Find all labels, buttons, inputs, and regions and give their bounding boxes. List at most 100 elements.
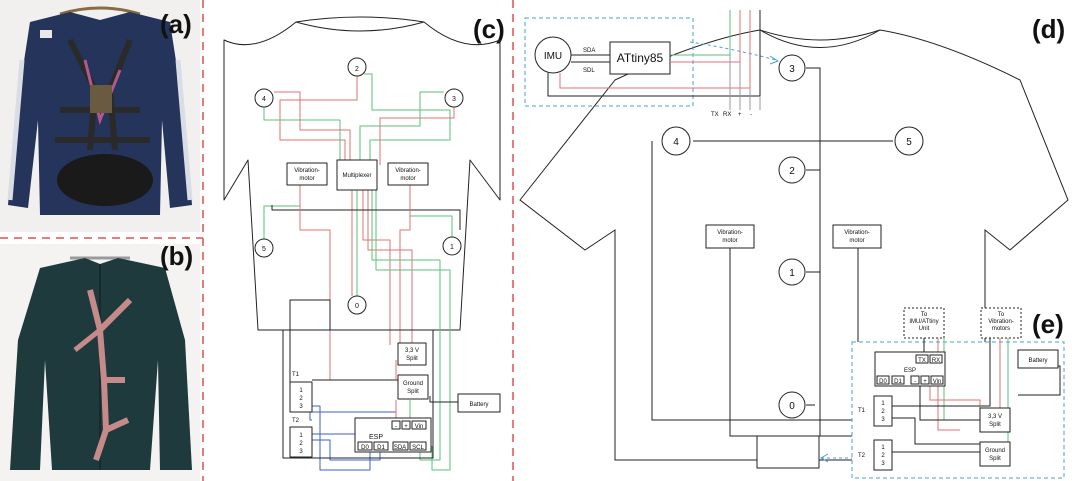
t1-label-c: T1	[292, 372, 300, 378]
svg-text:-: -	[395, 424, 397, 430]
svg-text:IMU: IMU	[544, 51, 562, 62]
battery-box-e: Battery	[1017, 349, 1059, 369]
node-c-3: 3	[444, 88, 464, 108]
t2-label-e: T2	[858, 453, 866, 459]
esp-board-e: TX RX ESP D0 D1 - + Vin	[874, 351, 946, 387]
svg-text:-: -	[914, 379, 916, 385]
svg-text:SCL: SCL	[412, 445, 424, 451]
svg-text:Vibration-motor: Vibration-motor	[294, 168, 320, 182]
svg-text:5: 5	[906, 137, 912, 148]
svg-text:D0: D0	[361, 445, 369, 451]
node-d-2: 2	[778, 156, 806, 184]
svg-text:Vin: Vin	[933, 379, 942, 385]
svg-text:D1: D1	[377, 445, 385, 451]
svg-text:D0: D0	[879, 379, 887, 385]
multiplexer-box: Multiplexer	[336, 159, 378, 191]
diagram-c: 2 4 3 5 1 0 Vibration-motor	[223, 16, 501, 471]
panel-label-b: (b)	[160, 241, 193, 271]
svg-text:4: 4	[262, 96, 266, 103]
attiny-box: ATtiny85	[609, 41, 671, 75]
panel-label-c: (c)	[473, 14, 505, 44]
plus-label: +	[738, 112, 742, 118]
battery-box-c: Battery	[457, 393, 501, 413]
svg-text:3: 3	[299, 404, 303, 410]
svg-text:2: 2	[881, 409, 885, 415]
controller-box-d	[756, 435, 820, 469]
terminal-t1-e: 1 2 3	[873, 395, 893, 427]
photo-jacket-front	[0, 0, 200, 232]
svg-text:0: 0	[789, 401, 795, 412]
svg-text:Battery: Battery	[1028, 358, 1047, 364]
tx-label: TX	[711, 112, 719, 118]
svg-text:4: 4	[673, 137, 679, 148]
svg-text:D1: D1	[894, 379, 902, 385]
svg-text:SDA: SDA	[394, 445, 406, 451]
svg-text:2: 2	[881, 453, 885, 459]
svg-text:ESP: ESP	[904, 368, 916, 374]
node-c-1: 1	[442, 236, 462, 256]
node-c-5: 5	[254, 238, 274, 258]
svg-text:Vibration-motor: Vibration-motor	[395, 168, 421, 182]
panel-label-a: (a)	[160, 9, 192, 39]
svg-text:3: 3	[789, 64, 795, 75]
svg-text:1: 1	[881, 401, 885, 407]
minus-label: -	[750, 112, 752, 118]
node-c-0: 0	[347, 295, 367, 315]
esp-board-c: - + Vin ESP D0 D1 SDA SCL	[354, 417, 432, 453]
svg-text:2: 2	[299, 441, 303, 447]
vibration-motor-right-d: Vibration-motor	[832, 224, 882, 249]
svg-text:+: +	[923, 379, 927, 385]
node-d-0: 0	[778, 391, 806, 419]
svg-text:ATtiny85: ATtiny85	[617, 51, 664, 65]
svg-text:Vibration-motor: Vibration-motor	[844, 230, 870, 244]
t1-label-e: T1	[858, 408, 866, 414]
node-d-5: 5	[894, 126, 924, 156]
node-c-4: 4	[254, 88, 274, 108]
photo-cardigan	[0, 244, 200, 481]
terminal-t1-c: 1 2 3	[289, 381, 313, 413]
svg-text:1: 1	[450, 244, 454, 251]
svg-text:2: 2	[355, 66, 359, 73]
svg-text:3: 3	[299, 449, 303, 455]
imu-circle: IMU	[534, 36, 572, 74]
sdl-label: SDL	[583, 68, 595, 74]
svg-text:Vin: Vin	[415, 424, 424, 430]
svg-text:Multiplexer: Multiplexer	[342, 173, 371, 179]
svg-text:ESP: ESP	[369, 434, 383, 441]
svg-text:2: 2	[789, 166, 795, 177]
terminal-t2-c: 1 2 3	[289, 426, 313, 458]
svg-text:3: 3	[452, 96, 456, 103]
vibration-motor-left-c: Vibration-motor	[286, 162, 328, 186]
vibration-motor-right-c: Vibration-motor	[387, 162, 429, 186]
svg-text:+: +	[404, 424, 408, 430]
svg-text:Vibration-motor: Vibration-motor	[717, 230, 743, 244]
rx-label: RX	[723, 112, 731, 118]
svg-text:1: 1	[299, 433, 303, 439]
panel-label-e: (e)	[1032, 309, 1064, 339]
svg-text:TX: TX	[918, 358, 926, 364]
node-d-3: 3	[778, 54, 806, 82]
diagram-d: IMU SDA SDL ATtiny85 TX RX + -	[519, 10, 1069, 469]
svg-text:1: 1	[881, 445, 885, 451]
t2-label-c: T2	[292, 418, 300, 424]
node-d-1: 1	[778, 258, 806, 286]
terminal-t2-e: 1 2 3	[873, 439, 893, 471]
svg-text:3: 3	[881, 461, 885, 467]
node-d-4: 4	[661, 126, 691, 156]
svg-text:Battery: Battery	[469, 402, 488, 408]
svg-text:0: 0	[355, 303, 359, 310]
